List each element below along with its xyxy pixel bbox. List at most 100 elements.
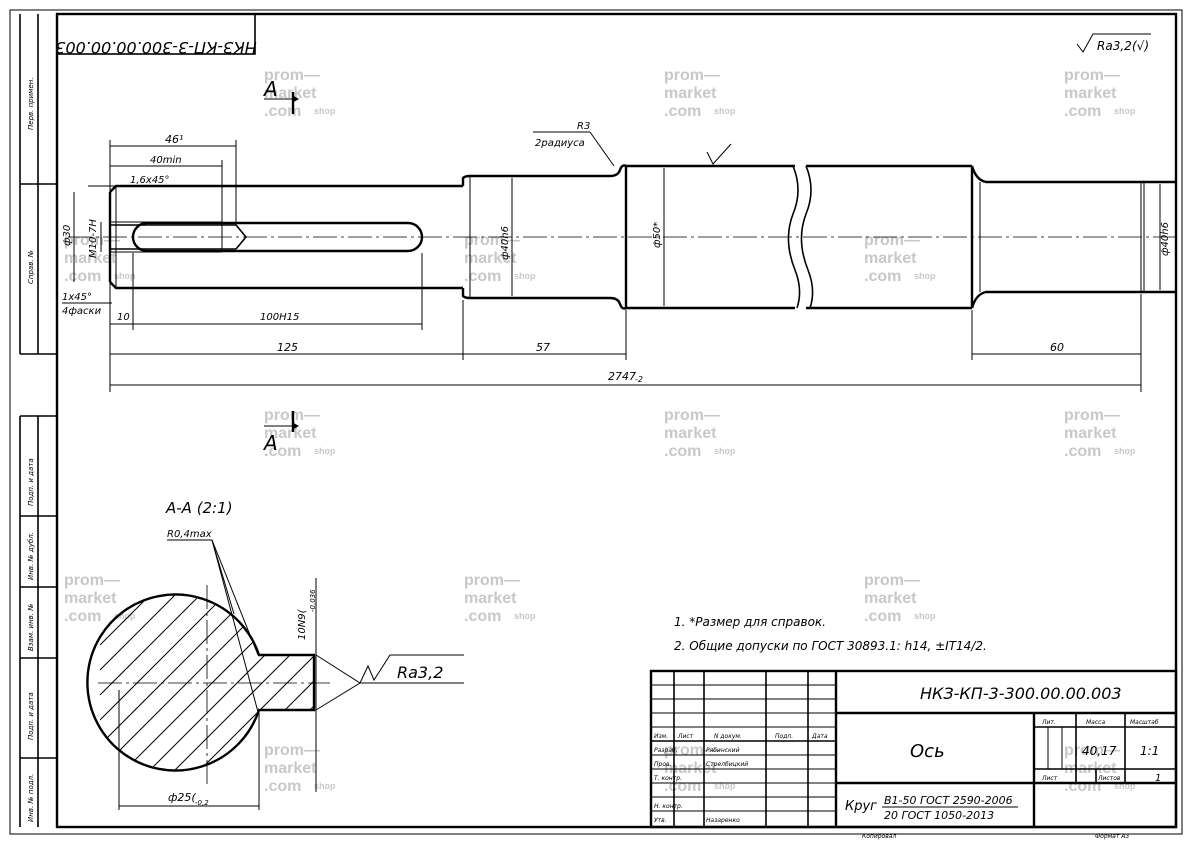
svg-text:125: 125 [277, 341, 298, 354]
svg-text:market: market [664, 425, 717, 442]
svg-text:.com: .com [64, 608, 101, 625]
material-prefix: Круг [845, 799, 877, 814]
svg-text:prom—: prom— [664, 407, 720, 424]
svg-text:shop: shop [314, 781, 336, 791]
watermark: prom— market .com shop [464, 572, 536, 625]
svg-text:А-А (2:1): А-А (2:1) [165, 499, 233, 517]
watermark: prom— market .com shop [64, 572, 136, 625]
svg-text:57: 57 [536, 341, 550, 354]
watermark: prom— market .com shop [64, 232, 136, 285]
svg-text:market: market [864, 590, 917, 607]
side-column-top: Перв. примен. Справ. № [19, 14, 57, 355]
svg-text:shop: shop [514, 271, 536, 281]
svg-text:А: А [262, 77, 278, 101]
svg-text:prom—: prom— [64, 232, 120, 249]
svg-text:.com: .com [464, 268, 501, 285]
svg-text:А: А [262, 431, 278, 455]
svg-text:40min: 40min [150, 155, 182, 166]
title-block: Изм. Лист N докум. Подп. Дата Разраб. Ря… [649, 669, 1178, 840]
svg-text:100Н15: 100Н15 [260, 312, 299, 323]
svg-text:market: market [864, 250, 917, 267]
svg-text:60: 60 [1050, 341, 1064, 354]
person-utv: Назаренко [706, 817, 740, 824]
svg-text:.com: .com [864, 608, 901, 625]
side-label-perv: Перв. примен. [27, 77, 35, 130]
svg-text:R3: R3 [577, 121, 590, 132]
svg-text:2747: 2747 [608, 370, 636, 383]
person-razrab: Рябинский [706, 747, 740, 754]
side-label-inv-podl: Инв. № подл. [27, 774, 35, 822]
svg-text:prom—: prom— [1064, 407, 1120, 424]
mass-label: Масса [1086, 719, 1105, 726]
watermark: prom— market .com shop [864, 572, 936, 625]
svg-text:1х45°: 1х45° [62, 292, 92, 303]
mirrored-code-stamp: НКЗ-КП-3-300.00.00.003 [55, 13, 257, 57]
hdr-data: Дата [811, 733, 828, 740]
svg-text:.com: .com [664, 103, 701, 120]
side-label-sprav: Справ. № [27, 250, 35, 284]
svg-text:market: market [264, 85, 317, 102]
svg-text:ф25(: ф25( [168, 791, 196, 804]
svg-text:46¹: 46¹ [165, 133, 183, 146]
svg-text:(√): (√) [1132, 39, 1149, 53]
dimensions-main: 46¹ 40min 1,6х45° М10-7Н ф30 1х45° 4фаск… [62, 121, 1171, 392]
svg-text:shop: shop [914, 611, 936, 621]
shaft-main-view [68, 143, 1176, 310]
svg-text:shop: shop [1114, 106, 1136, 116]
watermark: prom— market .com shop [264, 742, 336, 795]
svg-text:R0,4max: R0,4max [167, 529, 212, 540]
hdr-ndok: N докум. [714, 733, 742, 740]
svg-text:shop: shop [314, 106, 336, 116]
svg-text:market: market [1064, 85, 1117, 102]
material-line2: 20 ГОСТ 1050-2013 [884, 809, 994, 822]
svg-text:prom—: prom— [1064, 742, 1120, 759]
watermark: prom— market .com shop [1064, 67, 1136, 120]
svg-text:prom—: prom— [864, 572, 920, 589]
sheets-value: 1 [1155, 773, 1161, 784]
role-nkontr: Н. контр. [654, 803, 683, 810]
svg-text:market: market [64, 590, 117, 607]
watermarks: prom— market .com shop prom— market .com… [64, 67, 1136, 795]
svg-text:prom—: prom— [1064, 67, 1120, 84]
svg-text:shop: shop [914, 271, 936, 281]
side-column-bottom: Подп. и дата Инв. № дубл. Взам. инв. № П… [19, 415, 57, 827]
svg-text:prom—: prom— [864, 232, 920, 249]
document-code: НКЗ-КП-3-300.00.00.003 [920, 684, 1122, 703]
format-label: Формат А3 [1095, 833, 1129, 840]
svg-text:shop: shop [714, 446, 736, 456]
svg-text:-0,036: -0,036 [309, 589, 317, 612]
svg-text:ф30: ф30 [62, 225, 73, 246]
role-tkontr: Т. контр. [654, 775, 682, 782]
role-prov: Пров. [654, 761, 672, 768]
section-mark-bottom: А [262, 411, 299, 455]
svg-text:shop: shop [1114, 781, 1136, 791]
svg-text:.com: .com [264, 443, 301, 460]
svg-text:market: market [464, 250, 517, 267]
svg-text:1,6х45°: 1,6х45° [130, 175, 170, 186]
svg-text:market: market [664, 85, 717, 102]
svg-text:2радиуса: 2радиуса [535, 138, 585, 149]
svg-text:market: market [264, 425, 317, 442]
svg-text:4фаски: 4фаски [62, 306, 102, 317]
svg-text:.com: .com [864, 268, 901, 285]
side-label-inv-dubl: Инв. № дубл. [27, 532, 35, 580]
svg-text:ф50*: ф50* [652, 222, 663, 248]
technical-notes: 1. *Размер для справок. 2. Общие допуски… [674, 615, 987, 653]
svg-text:market: market [64, 250, 117, 267]
svg-text:shop: shop [714, 106, 736, 116]
svg-text:Ra3,2: Ra3,2 [1097, 39, 1132, 53]
svg-text:-0,2: -0,2 [195, 799, 209, 807]
svg-text:.com: .com [1064, 103, 1101, 120]
svg-text:shop: shop [114, 271, 136, 281]
svg-text:.com: .com [264, 103, 301, 120]
part-name: Ось [910, 741, 945, 762]
svg-text:.com: .com [1064, 443, 1101, 460]
hdr-podp: Подп. [775, 733, 793, 740]
general-roughness: Ra3,2 (√) [1076, 33, 1151, 53]
note-1: 1. *Размер для справок. [674, 615, 826, 629]
sheets-label: Листов [1097, 775, 1121, 782]
section-mark-top: А [262, 77, 299, 114]
svg-text:prom—: prom— [64, 572, 120, 589]
svg-text:prom—: prom— [264, 742, 320, 759]
